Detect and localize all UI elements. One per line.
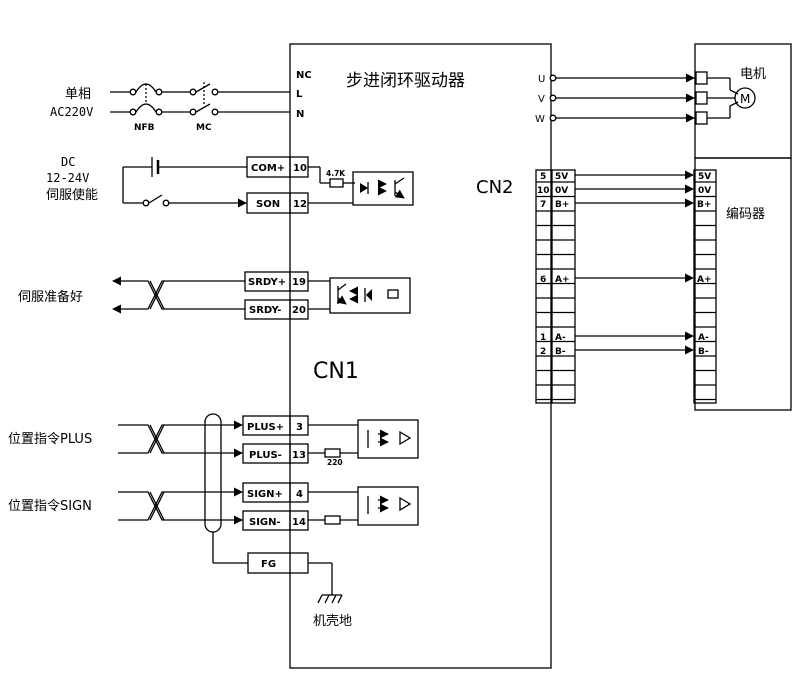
- motor-icon: [734, 87, 756, 109]
- cn1-pin-num: 12: [293, 199, 307, 210]
- cn2-pin-name: B-: [555, 347, 566, 357]
- cn1-pin-name: SIGN-: [249, 517, 281, 528]
- enable-circuit: [122, 157, 414, 208]
- driver-box: [289, 43, 552, 669]
- driver-title: 步进闭环驱动器: [346, 71, 465, 91]
- cn1-pin-num: 14: [292, 517, 306, 528]
- sign-label: 位置指令SIGN: [8, 499, 92, 514]
- cn2-pin-name: 0V: [555, 186, 568, 196]
- enable-line2: 12-24V: [46, 171, 89, 185]
- ready-circuit: [112, 276, 411, 314]
- n-terminal: N: [296, 109, 304, 120]
- nfb-label: NFB: [134, 123, 155, 133]
- motor-w-label: W: [535, 114, 545, 125]
- pulse-circuits: [118, 413, 419, 604]
- cn2-pin-num: 7: [540, 200, 546, 210]
- cn1-pin-name: COM+: [251, 163, 285, 174]
- motor-v-label: V: [538, 94, 545, 105]
- cn2-pin-name: A-: [555, 333, 566, 343]
- power-input-wiring: [110, 82, 290, 116]
- motor-wiring: [549, 43, 792, 411]
- ground-label: 机壳地: [313, 614, 352, 629]
- motor-symbol: M: [740, 92, 750, 106]
- cn1-pin-name: SRDY-: [249, 305, 281, 316]
- cn2-pin-name: 5V: [555, 172, 568, 182]
- encoder-pin: A-: [698, 333, 709, 343]
- enable-line1: DC: [61, 155, 75, 169]
- cn1-label: CN1: [313, 359, 359, 384]
- plus-label: 位置指令PLUS: [8, 432, 92, 447]
- cn1-pin-name: SIGN+: [247, 489, 283, 500]
- cn2-pin-name: A+: [555, 275, 570, 285]
- cn1-pin-num: 10: [293, 163, 307, 174]
- cn2-pin-num: 5: [540, 172, 546, 182]
- cn2-pin-num: 10: [537, 186, 550, 196]
- cn1-pin-num: 3: [296, 422, 303, 433]
- encoder-connector: [693, 169, 717, 404]
- shield-icon: [204, 413, 222, 533]
- motor-title: 电机: [740, 67, 766, 82]
- power-label-line2: AC220V: [50, 105, 93, 119]
- cn1-pin-name: PLUS+: [247, 422, 284, 433]
- power-label-line1: 单相: [65, 87, 91, 102]
- cn2-pin-name: B+: [555, 200, 569, 210]
- nc-terminal: NC: [296, 70, 312, 81]
- encoder-pin: 5V: [698, 172, 711, 182]
- cn1-pin-num: 20: [292, 305, 306, 316]
- encoder-pin: B+: [697, 200, 711, 210]
- cn2-pin-num: 6: [540, 275, 546, 285]
- cn2-pin-num: 1: [540, 333, 546, 343]
- cn2-row-lines: [536, 181, 575, 401]
- plus-resistor-label: 220: [327, 458, 343, 467]
- encoder-title: 编码器: [726, 207, 765, 222]
- cn1-pin-num: 4: [296, 489, 303, 500]
- encoder-pin: B-: [698, 347, 709, 357]
- cn1-pin-name: SON: [256, 199, 280, 210]
- encoder-wires: [575, 170, 694, 355]
- cn1-pin-name: FG: [261, 559, 276, 570]
- ready-label: 伺服准备好: [18, 289, 83, 305]
- cn2-pin-num: 2: [540, 347, 546, 357]
- enable-resistor-label: 4.7K: [326, 169, 346, 178]
- encoder-row-lines: [694, 181, 716, 401]
- encoder-pin: 0V: [698, 186, 711, 196]
- motor-u-label: U: [538, 74, 545, 85]
- cn1-pin-boxes: [242, 156, 309, 574]
- cn2-label: CN2: [476, 177, 514, 198]
- cn2-connector: [535, 169, 576, 404]
- cn1-pin-name: PLUS-: [249, 450, 282, 461]
- encoder-pin: A+: [697, 275, 712, 285]
- enable-line3: 伺服使能: [46, 187, 98, 203]
- cn1-pin-num: 13: [292, 450, 306, 461]
- l-terminal: L: [296, 89, 303, 100]
- cn1-pin-num: 19: [292, 277, 306, 288]
- cn1-pin-name: SRDY+: [248, 277, 286, 288]
- mc-label: MC: [196, 123, 212, 133]
